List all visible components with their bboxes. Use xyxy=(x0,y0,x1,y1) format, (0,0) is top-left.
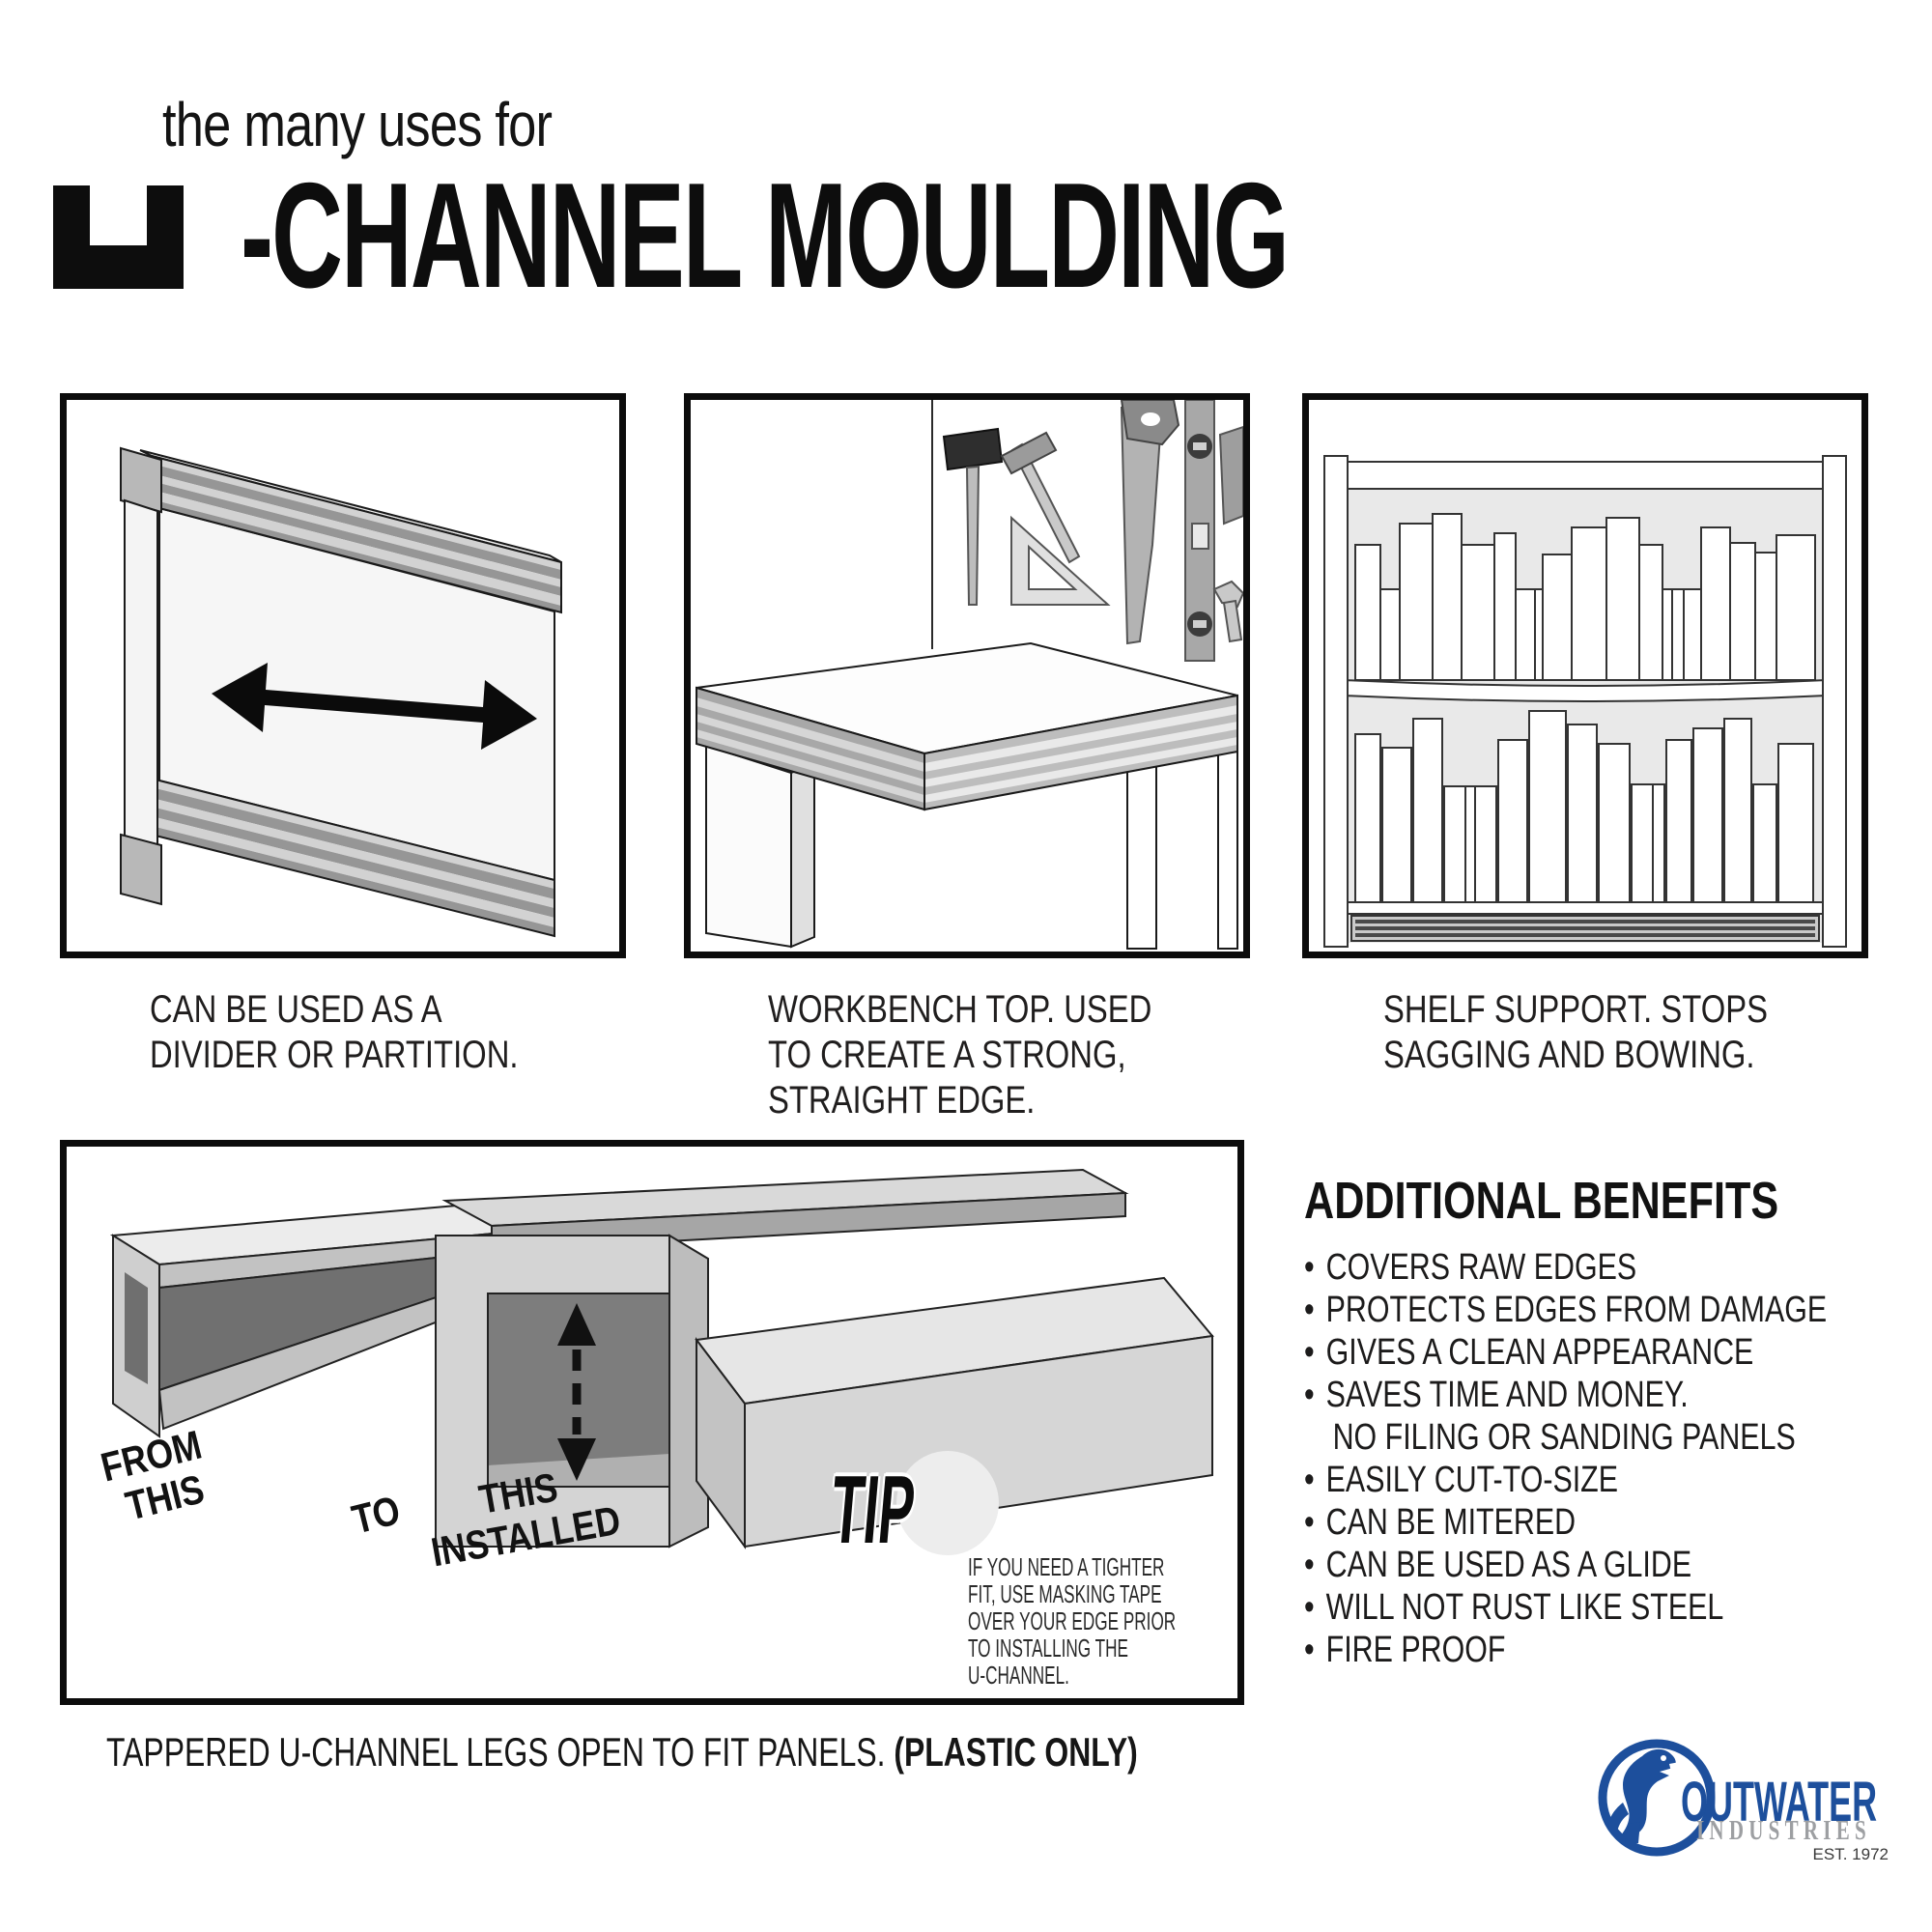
caption-line: TO CREATE A STRONG, xyxy=(768,1034,1126,1076)
outwater-logo: OUTWATER INDUSTRIES EST. 1972 xyxy=(1594,1735,1893,1875)
title-eyebrow: the many uses for xyxy=(162,90,553,159)
double-arrow-icon xyxy=(212,663,537,750)
installation-caption: TAPPERED U-CHANNEL LEGS OPEN TO FIT PANE… xyxy=(106,1729,1138,1775)
vertical-arrow-icon xyxy=(557,1303,596,1481)
plastic-only-note: (PLASTIC ONLY) xyxy=(894,1729,1138,1775)
caption-divider: CAN BE USED AS A DIVIDER OR PARTITION. xyxy=(150,987,518,1078)
tip-note: IF YOU NEED A TIGHTER FIT, USE MASKING T… xyxy=(968,1552,1177,1690)
page-title-text: -CHANNEL MOULDING xyxy=(241,152,1290,319)
saw-icon xyxy=(1120,400,1180,645)
caption-line: DIVIDER OR PARTITION. xyxy=(150,1034,519,1076)
logo-name: OUTWATER xyxy=(1681,1771,1878,1833)
set-square-icon xyxy=(1010,515,1111,606)
divider-illustration xyxy=(120,446,562,938)
benefit-item: PROTECTS EDGES FROM DAMAGE xyxy=(1304,1289,1828,1331)
wrench-icon xyxy=(1212,580,1243,643)
benefit-item: CAN BE USED AS A GLIDE xyxy=(1304,1544,1827,1586)
logo-established: EST. 1972 xyxy=(1812,1845,1889,1863)
hammer-icon xyxy=(1000,431,1081,564)
benefit-item: COVERS RAW EDGES xyxy=(1304,1246,1827,1289)
panel-shelf xyxy=(1302,393,1868,958)
benefit-item: CAN BE MITERED xyxy=(1304,1501,1827,1544)
benefit-item: FIRE PROOF xyxy=(1304,1629,1827,1671)
panel-installation xyxy=(60,1140,1244,1705)
level-icon xyxy=(1184,400,1215,662)
caption-workbench: WORKBENCH TOP. USED TO CREATE A STRONG, … xyxy=(768,987,1151,1123)
panel-slab xyxy=(695,1276,1214,1550)
bookshelf-illustration xyxy=(1323,455,1847,948)
caption-line: WORKBENCH TOP. USED xyxy=(768,988,1152,1031)
benefit-item: GIVES A CLEAN APPEARANCE xyxy=(1304,1331,1827,1374)
tip-ellipse xyxy=(896,1451,999,1555)
benefits-heading: ADDITIONAL BENEFITS xyxy=(1304,1172,1779,1230)
benefit-item: SAVES TIME AND MONEY. xyxy=(1304,1374,1827,1416)
panel-divider xyxy=(60,393,626,958)
panel-workbench xyxy=(684,393,1250,958)
caption-shelf: SHELF SUPPORT. STOPS SAGGING AND BOWING. xyxy=(1383,987,1768,1078)
benefit-item: NO FILING OR SANDING PANELS xyxy=(1332,1417,1796,1458)
u-channel-glyph xyxy=(53,185,184,289)
benefit-item: EASILY CUT-TO-SIZE xyxy=(1304,1459,1827,1501)
logo-division: INDUSTRIES xyxy=(1696,1816,1871,1846)
workbench-illustration xyxy=(696,400,1243,950)
caption-line: SAGGING AND BOWING. xyxy=(1383,1034,1755,1076)
books-row-bottom xyxy=(1354,710,1814,903)
caption-line: STRAIGHT EDGE. xyxy=(768,1079,1036,1122)
caption-line: CAN BE USED AS A xyxy=(150,988,442,1031)
installation-illustration xyxy=(109,1168,1214,1550)
u-channel-support xyxy=(1350,915,1820,942)
books-row-top xyxy=(1354,513,1816,681)
benefits-list: COVERS RAW EDGES PROTECTS EDGES FROM DAM… xyxy=(1304,1246,1932,1671)
mallet-icon xyxy=(942,427,1004,606)
tip-title: TIP xyxy=(827,1456,920,1564)
benefit-item: WILL NOT RUST LIKE STEEL xyxy=(1304,1586,1827,1629)
pliers-icon xyxy=(1218,425,1243,526)
dino-icon xyxy=(1598,1739,1716,1857)
caption-line: SHELF SUPPORT. STOPS xyxy=(1383,988,1768,1031)
